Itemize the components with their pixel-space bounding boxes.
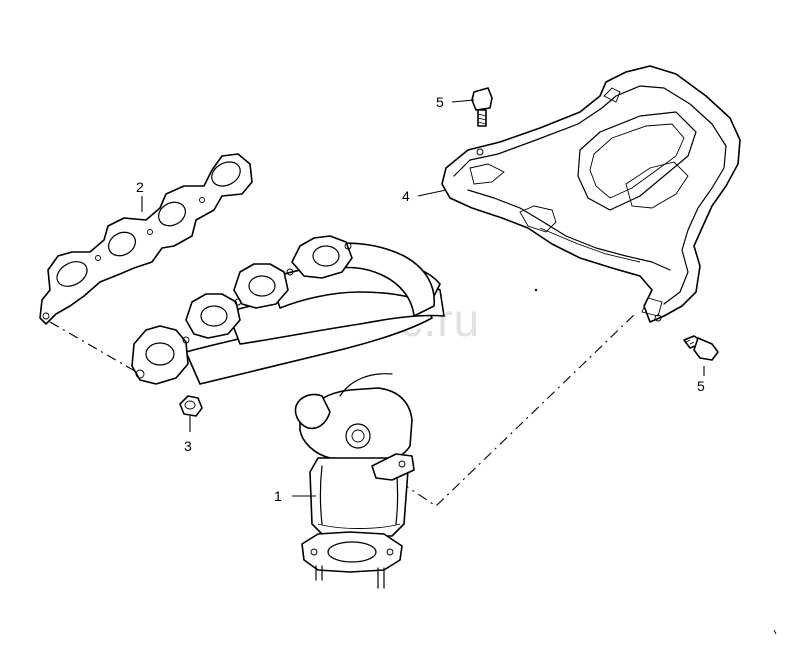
callout-5-top: 5	[436, 94, 444, 110]
assembly-line-gasket	[49, 321, 141, 375]
part-5-bolt-right	[683, 335, 719, 361]
part-4-heat-shield	[441, 65, 741, 323]
assembly-line-shield	[399, 312, 637, 507]
part-1-exhaust-manifold-catalytic-converter	[131, 235, 445, 589]
stray-mark-top	[534, 288, 538, 292]
stray-mark-bottom	[773, 629, 777, 635]
callout-2: 2	[136, 179, 144, 195]
part-5-bolt-top	[471, 87, 493, 127]
callout-3: 3	[184, 438, 192, 454]
part-2-exhaust-gasket	[39, 153, 253, 325]
part-3-nut	[179, 395, 203, 417]
callout-1: 1	[274, 488, 282, 504]
leader-line-4	[417, 189, 447, 197]
callout-4: 4	[402, 188, 410, 204]
leader-line-5a	[451, 99, 475, 103]
callout-5-right: 5	[697, 378, 705, 394]
